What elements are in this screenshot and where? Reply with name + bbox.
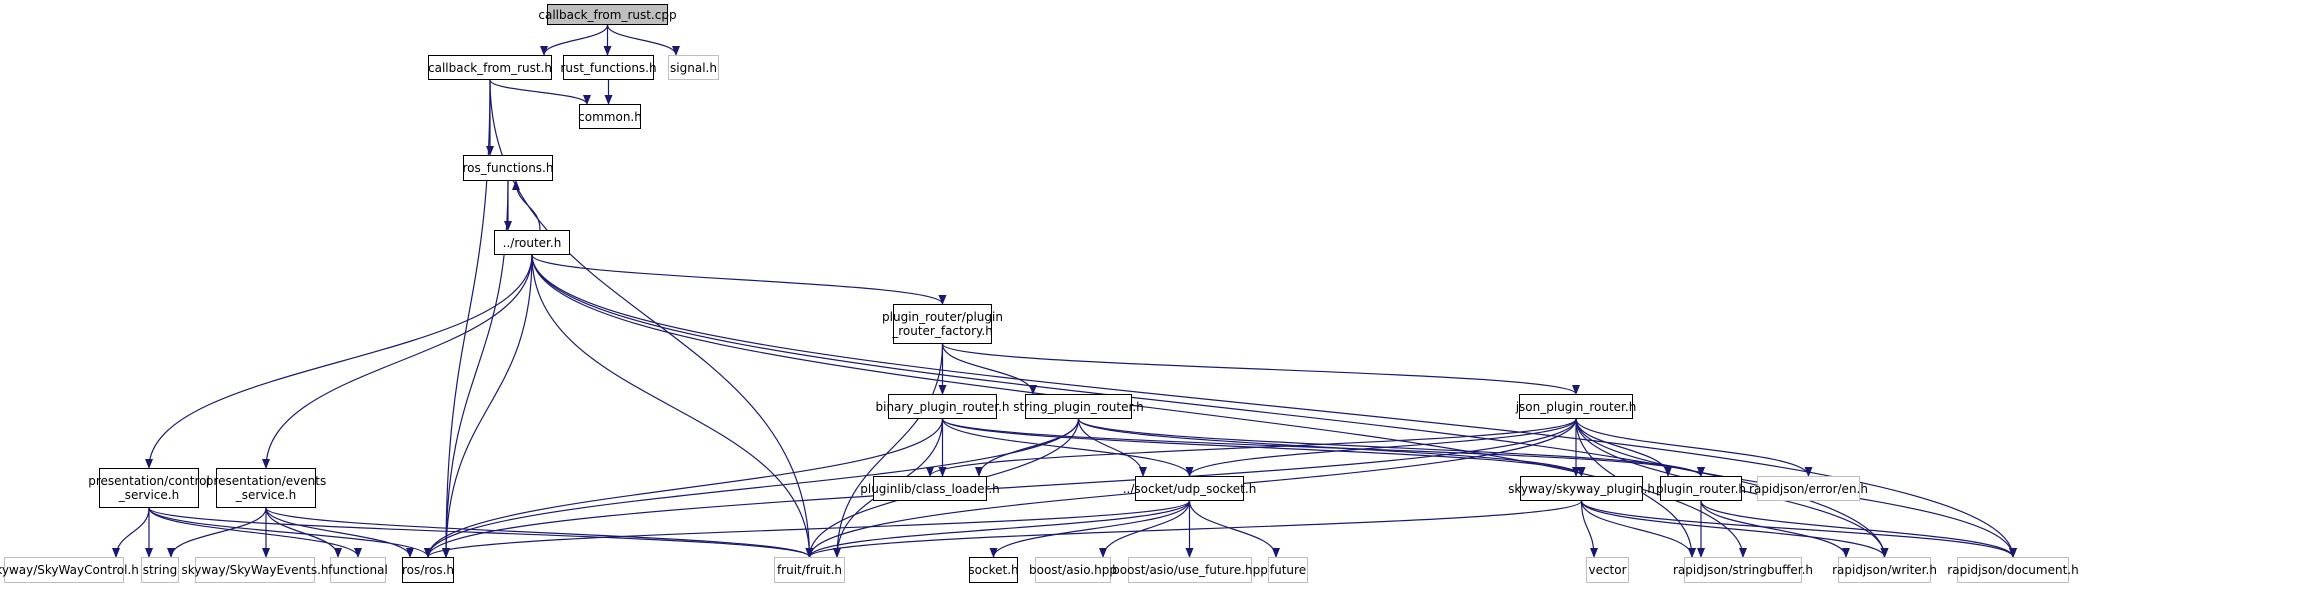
node-fruit[interactable]: fruit/fruit.h [774, 557, 845, 583]
node-strbuf[interactable]: rapidjson/stringbuffer.h [1673, 557, 1813, 583]
node-udp[interactable]: ../socket/udp_socket.h [1123, 476, 1256, 501]
node-json[interactable]: json_plugin_router.h [1516, 394, 1636, 419]
edge-plugin_router-to-document [1700, 500, 2017, 558]
node-events[interactable]: presentation/events _service.h [206, 468, 326, 508]
edge-udp-to-socket [989, 500, 1191, 558]
edge-control-to-ros [148, 507, 432, 558]
node-future[interactable]: future [1268, 557, 1308, 583]
node-string-pr[interactable]: string_plugin_router.h [1013, 394, 1144, 419]
edge-router-to-document [531, 254, 2017, 558]
edge-sky_plugin-to-writer [1580, 500, 1889, 558]
node-signal[interactable]: signal.h [668, 55, 719, 80]
edge-router-to-factory [531, 254, 947, 305]
node-asio[interactable]: boost/asio.hpp [1029, 557, 1117, 583]
node-socket[interactable]: socket.h [968, 557, 1019, 583]
edge-factory-to-json [941, 343, 1580, 395]
node-cpp[interactable]: callback_from_rust.cpp [538, 4, 677, 25]
edge-events-to-functional [265, 507, 342, 558]
edge-events-to-fruit [265, 507, 814, 558]
edge-json-to-err_en [1575, 418, 1813, 477]
edge-sky_plugin-to-document [1580, 500, 2017, 558]
edge-control-to-functional [148, 507, 362, 558]
edge-router-to-fruit [531, 254, 814, 558]
edge-udp-to-fruit [805, 500, 1191, 558]
edge-sky_plugin-to-vector [1580, 500, 1598, 558]
edge-events-to-string [167, 507, 267, 558]
node-sw-control[interactable]: skyway/SkyWayControl.h [0, 557, 139, 583]
edge-cb_h-to-fruit [489, 79, 814, 558]
node-cb-h[interactable]: callback_from_rust.h [428, 55, 552, 80]
edge-router-to-control [145, 254, 533, 469]
node-factory[interactable]: plugin_router/plugin _router_factory.h [882, 304, 1003, 344]
edge-sky_plugin-to-strbuf [1580, 500, 1696, 558]
edge-control-to-fruit [148, 507, 814, 558]
edge-events-to-ros [265, 507, 414, 558]
edge-json-to-udp [1185, 418, 1577, 477]
node-common[interactable]: common.h [578, 104, 642, 129]
edge-json-to-class_loader [926, 418, 1577, 477]
node-binary[interactable]: binary_plugin_router.h [876, 394, 1010, 419]
edge-cb_h-to-common [489, 79, 591, 105]
node-err-en[interactable]: rapidjson/error/en.h [1749, 476, 1868, 501]
edge-cb_h-to-ros [442, 79, 491, 558]
node-control[interactable]: presentation/control _service.h [88, 468, 210, 508]
edge-router-to-ros [442, 254, 533, 558]
edge-udp-to-future [1188, 500, 1280, 558]
node-ros[interactable]: ros/ros.h [402, 557, 454, 583]
node-plugin-router[interactable]: plugin_router.h [1656, 476, 1746, 501]
edge-sky_plugin-to-fruit [805, 500, 1583, 558]
node-document[interactable]: rapidjson/document.h [1947, 557, 2079, 583]
edge-router-to-events [262, 254, 533, 469]
edge-router-to-writer [531, 254, 1889, 558]
node-sky-plugin[interactable]: skyway/skyway_plugin.h [1508, 476, 1655, 501]
node-ros-fn[interactable]: ros_functions.h [463, 155, 553, 181]
node-functional[interactable]: functional [328, 557, 388, 583]
edge-factory-to-string_pr [941, 343, 1037, 395]
edge-router-to-ros_fn [512, 180, 541, 231]
edge-json-to-plugin_router [1575, 418, 1672, 477]
edge-cpp-to-cb_h [540, 24, 609, 56]
node-rust-fn[interactable]: rust_functions.h [560, 55, 657, 80]
edge-udp-to-ros [424, 500, 1191, 558]
node-class-loader[interactable]: pluginlib/class_loader.h [860, 476, 1000, 501]
node-sw-events[interactable]: skyway/SkyWayEvents.h [181, 557, 329, 583]
edge-string_pr-to-udp [1077, 418, 1147, 477]
node-router[interactable]: ../router.h [494, 230, 570, 255]
node-vector[interactable]: vector [1586, 557, 1629, 583]
edge-control-to-sw_control [112, 507, 150, 558]
node-writer[interactable]: rapidjson/writer.h [1832, 557, 1937, 583]
edge-udp-to-asio [1099, 500, 1191, 558]
edge-cpp-to-signal [606, 24, 680, 56]
node-string[interactable]: string [141, 557, 179, 583]
edge-plugin_router-to-writer [1700, 500, 1850, 558]
edge-string_pr-to-sky_plugin [1077, 418, 1586, 477]
node-use-future[interactable]: boost/asio/use_future.hpp [1112, 557, 1268, 583]
edge-string_pr-to-ros [424, 418, 1080, 558]
edge-binary-to-udp [941, 418, 1194, 477]
